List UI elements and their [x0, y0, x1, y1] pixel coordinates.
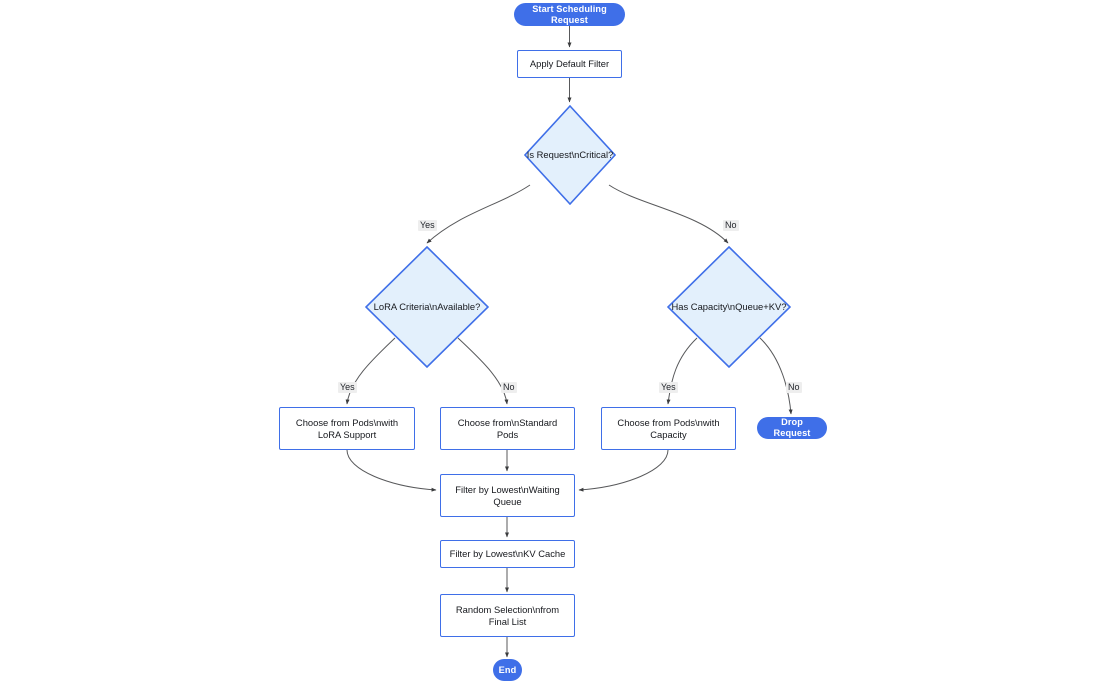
diamond-shape-has-capacity	[667, 246, 791, 368]
edge-label-capacity-yes: Yes	[659, 382, 678, 394]
node-choose-lora-line2: LoRA Support	[317, 428, 377, 440]
node-filter-queue-line2: Queue	[493, 495, 522, 507]
node-has-capacity-label: Has Capacity\nQueue+KV?	[671, 301, 787, 313]
node-apply-default-filter-label: Apply Default Filter	[529, 58, 610, 70]
edge-label-critical-no: No	[723, 220, 739, 232]
node-choose-capacity-line2: Capacity	[650, 428, 687, 440]
edge-label-capacity-no: No	[786, 382, 802, 394]
node-random-selection-line2: Final List	[488, 615, 527, 627]
node-choose-capacity-line1: Choose from Pods\nwith	[617, 417, 720, 429]
node-lora-criteria-available-label: LoRA Criteria\nAvailable?	[373, 301, 481, 313]
node-is-request-critical[interactable]: Is Request\nCritical?	[524, 105, 616, 205]
node-apply-default-filter[interactable]: Apply Default Filter	[517, 50, 622, 78]
node-filter-kv-label: Filter by Lowest\nKV Cache	[449, 548, 566, 560]
node-filter-by-lowest-waiting-queue[interactable]: Filter by Lowest\nWaiting Queue	[440, 474, 575, 517]
node-choose-from-pods-with-capacity[interactable]: Choose from Pods\nwith Capacity	[601, 407, 736, 450]
node-filter-queue-line1: Filter by Lowest\nWaiting	[455, 484, 560, 496]
edge-choose-lora-to-filter-queue	[346, 449, 437, 492]
node-drop-request-label: Drop Request	[773, 417, 811, 438]
edge-choose-capacity-to-filter-queue	[578, 449, 669, 492]
node-end[interactable]: End	[493, 659, 522, 681]
node-choose-standard-line1: Choose from\nStandard	[457, 417, 558, 429]
node-filter-by-lowest-kv-cache[interactable]: Filter by Lowest\nKV Cache	[440, 540, 575, 568]
node-end-label: End	[498, 664, 517, 675]
node-start-label: Start Scheduling Request	[532, 3, 607, 25]
edge-label-critical-yes: Yes	[418, 220, 437, 232]
node-random-selection-line1: Random Selection\nfrom	[455, 604, 560, 616]
node-choose-standard-line2: Pods	[496, 428, 519, 440]
node-choose-from-pods-with-lora-support[interactable]: Choose from Pods\nwith LoRA Support	[279, 407, 415, 450]
diamond-shape-lora-criteria	[365, 246, 489, 368]
node-has-capacity[interactable]: Has Capacity\nQueue+KV?	[667, 246, 791, 368]
node-random-selection-from-final-list[interactable]: Random Selection\nfrom Final List	[440, 594, 575, 637]
edge-is-critical-to-lora	[426, 184, 531, 244]
node-is-request-critical-label: Is Request\nCritical?	[526, 149, 614, 161]
node-start[interactable]: Start Scheduling Request	[514, 3, 625, 26]
node-lora-criteria-available[interactable]: LoRA Criteria\nAvailable?	[365, 246, 489, 368]
edge-label-lora-yes: Yes	[338, 382, 357, 394]
node-choose-from-standard-pods[interactable]: Choose from\nStandard Pods	[440, 407, 575, 450]
edge-is-critical-to-capacity	[608, 184, 729, 244]
node-drop-request[interactable]: Drop Request	[757, 417, 827, 439]
node-choose-lora-line1: Choose from Pods\nwith	[295, 417, 399, 429]
diamond-shape-is-critical	[524, 105, 616, 205]
edge-label-lora-no: No	[501, 382, 517, 394]
